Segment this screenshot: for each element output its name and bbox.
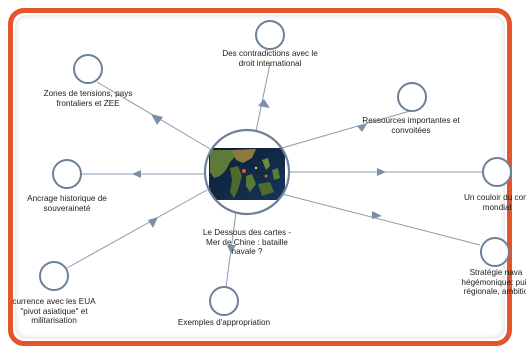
label-couloir: Un couloir du com mondial — [464, 193, 526, 212]
label-appropriation: Exemples d'appropriation — [177, 318, 271, 327]
node-strategie — [480, 237, 510, 267]
node-ancrage — [52, 159, 82, 189]
node-droit — [255, 20, 285, 50]
arrowhead-strategie — [372, 211, 382, 219]
node-concurrence — [39, 261, 69, 291]
label-center: Le Dessous des cartes - Mer de Chine : b… — [202, 228, 292, 257]
label-ancrage: Ancrage historique de souveraineté — [27, 194, 107, 213]
arrowhead-ancrage — [132, 170, 141, 178]
arrowhead-appropriation — [227, 245, 236, 254]
edge-ressources — [281, 110, 411, 149]
label-concurrence: currence avec les EUA "pivot asiatique" … — [12, 297, 96, 326]
node-ressources — [397, 82, 427, 112]
map-thumbnail — [205, 130, 289, 214]
arrowhead-tensions — [151, 114, 163, 125]
label-strategie: Stratégie nava hégémonique: puis régiona… — [461, 268, 526, 297]
label-droit: Des contradictions avec le droit interna… — [222, 49, 318, 68]
label-tensions: Zones de tensions, pays frontaliers et Z… — [43, 89, 133, 108]
label-ressources: Ressources importantes et convoitées — [362, 116, 460, 135]
center-node — [203, 128, 291, 216]
arrowhead-couloir — [377, 168, 386, 176]
node-appropriation — [209, 286, 239, 316]
edge-droit — [255, 63, 271, 132]
edge-concurrence — [66, 189, 208, 269]
arrowhead-droit — [258, 99, 270, 108]
edge-strategie — [281, 193, 481, 246]
node-tensions — [73, 54, 103, 84]
arrowhead-concurrence — [148, 217, 158, 228]
node-couloir — [482, 157, 512, 187]
arrowhead-ressources — [357, 124, 367, 132]
